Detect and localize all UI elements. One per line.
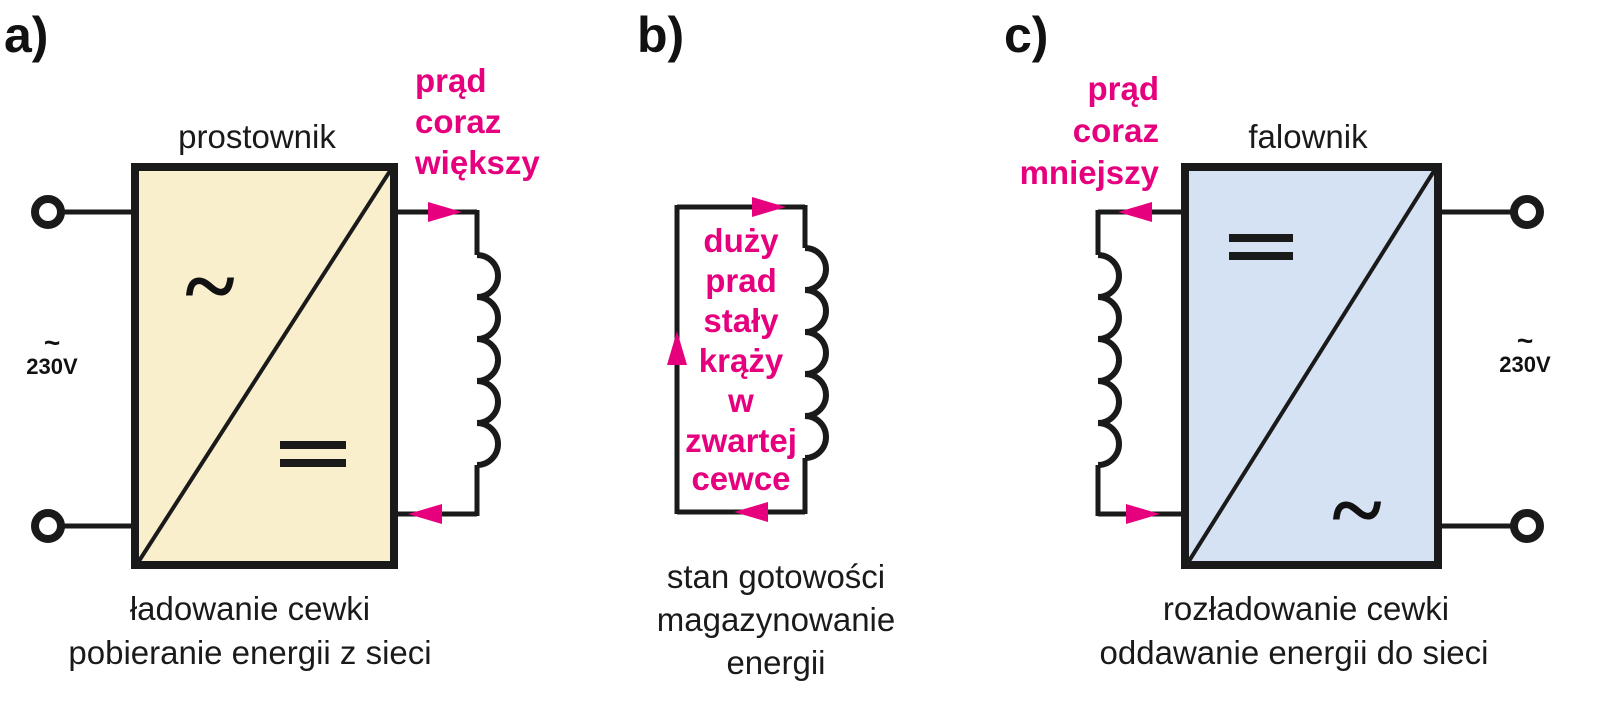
dc-symbol-a bbox=[280, 441, 346, 467]
caption-c-line-1: rozładowanie cewki bbox=[1163, 590, 1449, 627]
current-label-line-1: prąd bbox=[415, 62, 487, 99]
voltage-label-a: 230V bbox=[26, 354, 78, 379]
ac-terminals-left bbox=[31, 195, 135, 543]
current-b-line-2: prad bbox=[705, 262, 777, 299]
coil-circuit-c bbox=[1095, 209, 1185, 517]
current-label-c-line-3: mniejszy bbox=[1020, 154, 1160, 191]
panel-b: b) duży prad stały krąży w zwartej cewce… bbox=[637, 7, 895, 681]
caption-b-line-3: energii bbox=[726, 644, 825, 681]
inductor-coil-c bbox=[1097, 252, 1122, 468]
terminal-top bbox=[31, 195, 65, 229]
arrow-left-bottom-a bbox=[408, 504, 442, 524]
arrow-left-bottom-b bbox=[734, 502, 768, 522]
voltage-tilde-c: ~ bbox=[1517, 325, 1533, 356]
current-b-line-5: w bbox=[727, 382, 754, 419]
arrow-right-bottom-c bbox=[1126, 504, 1160, 524]
current-b-line-6: zwartej bbox=[685, 422, 797, 459]
arrow-up-left-b bbox=[667, 331, 687, 365]
caption-a-line-1: ładowanie cewki bbox=[130, 590, 370, 627]
rectifier-title: prostownik bbox=[178, 118, 336, 155]
current-label-line-3: większy bbox=[414, 144, 540, 181]
arrow-right-top-a bbox=[428, 202, 462, 222]
rectifier-block bbox=[131, 163, 398, 569]
arrow-right-top-b bbox=[752, 197, 786, 217]
terminal-bottom-c bbox=[1510, 509, 1544, 543]
inverter-title: falownik bbox=[1248, 118, 1368, 155]
panel-c: c) falownik prąd coraz mniejszy ~ bbox=[1004, 7, 1551, 671]
terminal-top-c bbox=[1510, 195, 1544, 229]
voltage-tilde-a: ~ bbox=[44, 327, 60, 358]
panel-b-label: b) bbox=[637, 7, 684, 63]
current-b-line-7: cewce bbox=[691, 460, 790, 497]
ac-terminals-right bbox=[1438, 195, 1544, 543]
current-label-c-line-2: coraz bbox=[1073, 112, 1159, 149]
current-b-line-1: duży bbox=[703, 222, 779, 259]
caption-a-line-2: pobieranie energii z sieci bbox=[68, 634, 431, 671]
caption-c-line-2: oddawanie energii do sieci bbox=[1100, 634, 1489, 671]
inductor-coil-b bbox=[804, 245, 829, 461]
inverter-block bbox=[1181, 163, 1442, 569]
current-label-c-line-1: prąd bbox=[1087, 70, 1159, 107]
current-b-line-3: stały bbox=[703, 302, 779, 339]
caption-b-line-1: stan gotowości bbox=[667, 558, 885, 595]
current-b-line-4: krąży bbox=[699, 342, 784, 379]
ac-symbol-a: ~ bbox=[185, 233, 234, 339]
panel-c-label: c) bbox=[1004, 7, 1048, 63]
coil-circuit-a bbox=[394, 209, 501, 517]
inductor-coil-a bbox=[476, 252, 501, 468]
arrow-left-top-c bbox=[1118, 202, 1152, 222]
panel-a-label: a) bbox=[4, 7, 48, 63]
ac-symbol-c: ~ bbox=[1332, 457, 1381, 563]
panel-a: a) prostownik prąd coraz większy ~ 230V … bbox=[4, 7, 540, 671]
dc-symbol-c bbox=[1229, 234, 1293, 260]
voltage-label-c: 230V bbox=[1499, 352, 1551, 377]
current-label-line-2: coraz bbox=[415, 103, 501, 140]
caption-b-line-2: magazynowanie bbox=[657, 601, 895, 638]
terminal-bottom bbox=[31, 509, 65, 543]
